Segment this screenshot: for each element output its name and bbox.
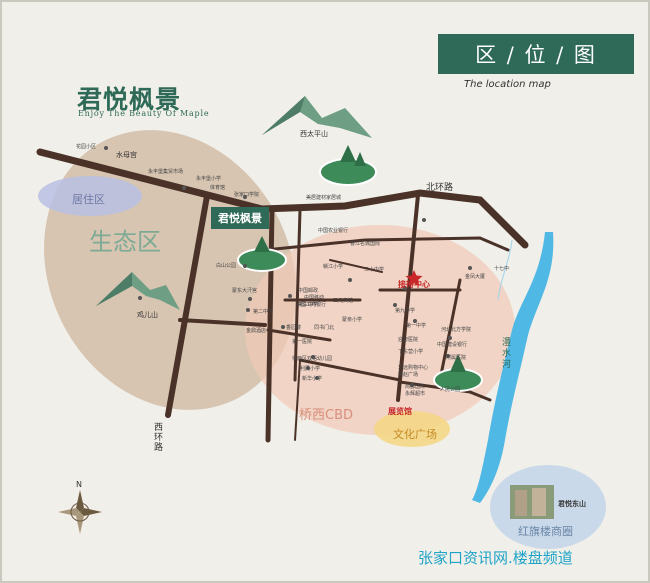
poi-jinfeng: 金凤大厦 xyxy=(465,274,486,280)
poi-first-hospital: 第一医院 xyxy=(292,339,313,345)
poi-jinding: 金鼎酒店 xyxy=(246,328,267,334)
poi-qiaoxi-kindergarten: 桥西区双语幼儿园 xyxy=(292,356,333,362)
river xyxy=(472,232,554,503)
poi-icbc: 中国工商银行 xyxy=(296,302,327,308)
poi-shuimugong: 水母宫 xyxy=(116,151,137,159)
residential-zone-label: 居住区 xyxy=(72,193,105,206)
cbd-zone-label: 桥西CBD xyxy=(299,408,354,423)
poi-mengqin: 蒙亲小学 xyxy=(342,317,363,323)
poi-exhibition: 展览馆 xyxy=(388,407,412,416)
poi-yongfeng-hotel: 永辉超市 xyxy=(405,391,426,397)
xitaiping-label: 西太平山 xyxy=(300,130,328,138)
poi-baishan-park: 白山公园 xyxy=(216,263,237,269)
poi-yongfeng-school: 永丰堡小学 xyxy=(196,176,222,182)
poi-yingfu: 迎府医院 xyxy=(398,337,419,343)
poi-hebei-north: 河北北方学院 xyxy=(441,327,472,333)
poi-college: 张家口学院 xyxy=(234,192,260,198)
poi-fujia: 附属医院 xyxy=(446,355,467,361)
poi-xinhua: 新华小学 xyxy=(302,376,323,382)
culture-zone-label: 文化广场 xyxy=(393,428,437,441)
poi-yongfeng-market: 永丰堡集贸市场 xyxy=(148,169,184,175)
watermark: 张家口资讯网.楼盘频道 xyxy=(418,549,573,567)
poi-xiangjiang: 香江名城国际 xyxy=(350,241,381,247)
poi-sports: 体育馆 xyxy=(210,185,226,191)
poi-xiangyuan: 香园楼 xyxy=(286,325,302,331)
poi-mengdong: 蒙东大汗宫 xyxy=(232,288,258,294)
poi-third-middle: 第三中学 xyxy=(298,302,319,308)
page-subtitle: The location map xyxy=(464,79,551,90)
park-tree-icon xyxy=(237,236,287,272)
poi-junyue-east: 君悦东山 xyxy=(558,500,586,508)
poi-people-park: 人民公园 xyxy=(440,387,461,393)
river-highlight xyxy=(497,239,513,301)
poi-post: 中国邮政 xyxy=(298,288,319,294)
poi-agri-bank: 中国农业银行 xyxy=(318,228,349,234)
poi-mobile: 中国移动 xyxy=(304,295,325,301)
poi-seventeenth-middle: 十七中 xyxy=(494,266,510,272)
star-icon xyxy=(405,270,423,286)
residential-zone xyxy=(38,176,142,216)
brand-name: 君悦枫景 xyxy=(77,85,182,114)
river-label: 澧水河 xyxy=(502,338,512,370)
ecology-zone-label: 生态区 xyxy=(89,228,161,256)
project-label: 君悦枫景 xyxy=(211,207,269,229)
poi-first-middle: 第一中学 xyxy=(406,323,427,329)
poi-xiadong: 下东营小学 xyxy=(398,349,424,355)
svg-text:N: N xyxy=(76,480,82,489)
poi-second-middle: 第二中学 xyxy=(253,309,274,315)
poi-huayuan: 花园小区 xyxy=(76,144,97,150)
mountain-icon xyxy=(96,272,180,310)
park-tree-icon xyxy=(433,354,483,392)
poi-shangdu: 尚都国际 xyxy=(405,384,426,390)
west-ring-road-label: 西环路 xyxy=(154,423,164,453)
poi-dot-icon xyxy=(104,146,472,387)
jier-label: 鸡儿山 xyxy=(137,311,158,319)
poi-lixin: 利民小学 xyxy=(300,366,321,372)
poi-tongshu: 同书门北 xyxy=(314,325,335,331)
mountain-icon xyxy=(262,96,372,138)
brand-tagline: Enjoy The Beauty Of Maple xyxy=(78,109,210,118)
poi-twentieth-middle: 二十中学 xyxy=(364,267,385,273)
north-ring-road-label: 北环路 xyxy=(426,183,454,193)
poi-ninth-middle: 第九中学 xyxy=(395,308,416,314)
culture-zone xyxy=(374,411,450,447)
poi-construction-bank: 中国建设银行 xyxy=(437,342,468,348)
park-tree-icon xyxy=(319,145,377,186)
poi-sanyuan: 三元宾馆 xyxy=(333,298,354,304)
shopping-zone-label: 红旗楼商圈 xyxy=(518,525,573,538)
poi-ganjiang: 赣江小学 xyxy=(323,264,344,270)
poi-liangmai: 燕赵广场 xyxy=(398,372,419,378)
poi-reception: 接待中心 xyxy=(398,280,430,289)
poi-huayuanjie: 华远购物中心 xyxy=(398,365,429,371)
compass-rose-icon: N xyxy=(58,480,102,534)
page-title: 区 / 位 / 图 xyxy=(438,34,634,74)
poi-building-materials: 美居建材家居城 xyxy=(306,195,342,201)
